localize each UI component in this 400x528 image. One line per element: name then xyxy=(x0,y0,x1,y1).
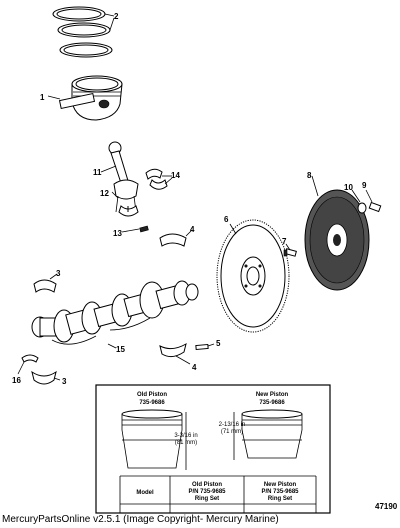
callout-3-upper: 3 xyxy=(56,269,61,278)
col-model: Model xyxy=(136,490,154,496)
old-piston-height-mm: (81 mm) xyxy=(175,440,197,446)
new-piston-part-number: 735-9686 xyxy=(259,400,285,406)
flywheel[interactable] xyxy=(216,219,290,333)
new-piston-title: New Piston xyxy=(256,392,289,398)
callout-3-lower: 3 xyxy=(62,377,67,386)
connecting-rod[interactable] xyxy=(108,141,139,213)
col-new-line2: P/N 735-9685 xyxy=(261,489,299,495)
rod-bearings[interactable] xyxy=(145,168,168,190)
callout-6: 6 xyxy=(224,215,229,224)
coupler-bolt[interactable] xyxy=(368,201,382,213)
col-old-line2: P/N 735-9685 xyxy=(188,489,226,495)
copyright-footer: MercuryPartsOnline v2.5.1 (Image Copyrig… xyxy=(2,514,279,525)
washer[interactable] xyxy=(357,202,367,214)
rod-cap[interactable] xyxy=(118,205,139,217)
callout-4-upper: 4 xyxy=(190,225,195,234)
callout-5: 5 xyxy=(216,339,221,348)
flywheel-bolt[interactable] xyxy=(283,248,297,257)
callout-14: 14 xyxy=(171,171,180,180)
col-old-line1: Old Piston xyxy=(192,482,222,488)
col-new-line1: New Piston xyxy=(264,482,297,488)
piston-rings[interactable] xyxy=(52,6,113,58)
rear-main-bearing[interactable] xyxy=(31,370,57,385)
piston[interactable] xyxy=(71,75,123,121)
callout-13: 13 xyxy=(113,229,122,238)
callout-16: 16 xyxy=(12,376,21,385)
new-piston-height-mm: (71 mm) xyxy=(221,429,243,435)
old-piston-part-number: 735-9686 xyxy=(139,400,165,406)
callout-11: 11 xyxy=(93,168,102,177)
old-piston-height: 3-3/16 in xyxy=(174,433,197,439)
callout-1: 1 xyxy=(40,93,45,102)
new-piston-sketch xyxy=(241,409,303,459)
old-piston-title: Old Piston xyxy=(137,392,167,398)
col-new-line3: Ring Set xyxy=(268,496,292,502)
callout-4-lower: 4 xyxy=(192,363,197,372)
callout-7: 7 xyxy=(282,237,287,246)
callout-2: 2 xyxy=(114,12,119,21)
main-bearing-upper[interactable] xyxy=(159,233,187,247)
callout-10: 10 xyxy=(344,183,353,192)
piston-comparison-table: Old Piston 735-9686 New Piston 735-9686 … xyxy=(95,384,331,514)
callout-12: 12 xyxy=(100,189,109,198)
crankshaft[interactable] xyxy=(31,280,199,345)
drive-coupler[interactable] xyxy=(304,189,370,291)
dowel-pin[interactable] xyxy=(195,343,209,351)
col-old-line3: Ring Set xyxy=(195,496,219,502)
drawing-number: 47190 xyxy=(375,502,398,511)
old-piston-sketch xyxy=(121,409,183,469)
callout-9: 9 xyxy=(362,181,367,190)
new-piston-height: 2-13/16 in xyxy=(219,422,246,428)
rear-seal[interactable] xyxy=(21,354,39,363)
callout-15: 15 xyxy=(116,345,125,354)
main-bearing-left[interactable] xyxy=(33,279,57,293)
rod-bolt[interactable] xyxy=(139,225,149,233)
main-bearing-lower[interactable] xyxy=(159,342,187,358)
callout-8: 8 xyxy=(307,171,312,180)
piston-pin[interactable] xyxy=(58,92,96,110)
